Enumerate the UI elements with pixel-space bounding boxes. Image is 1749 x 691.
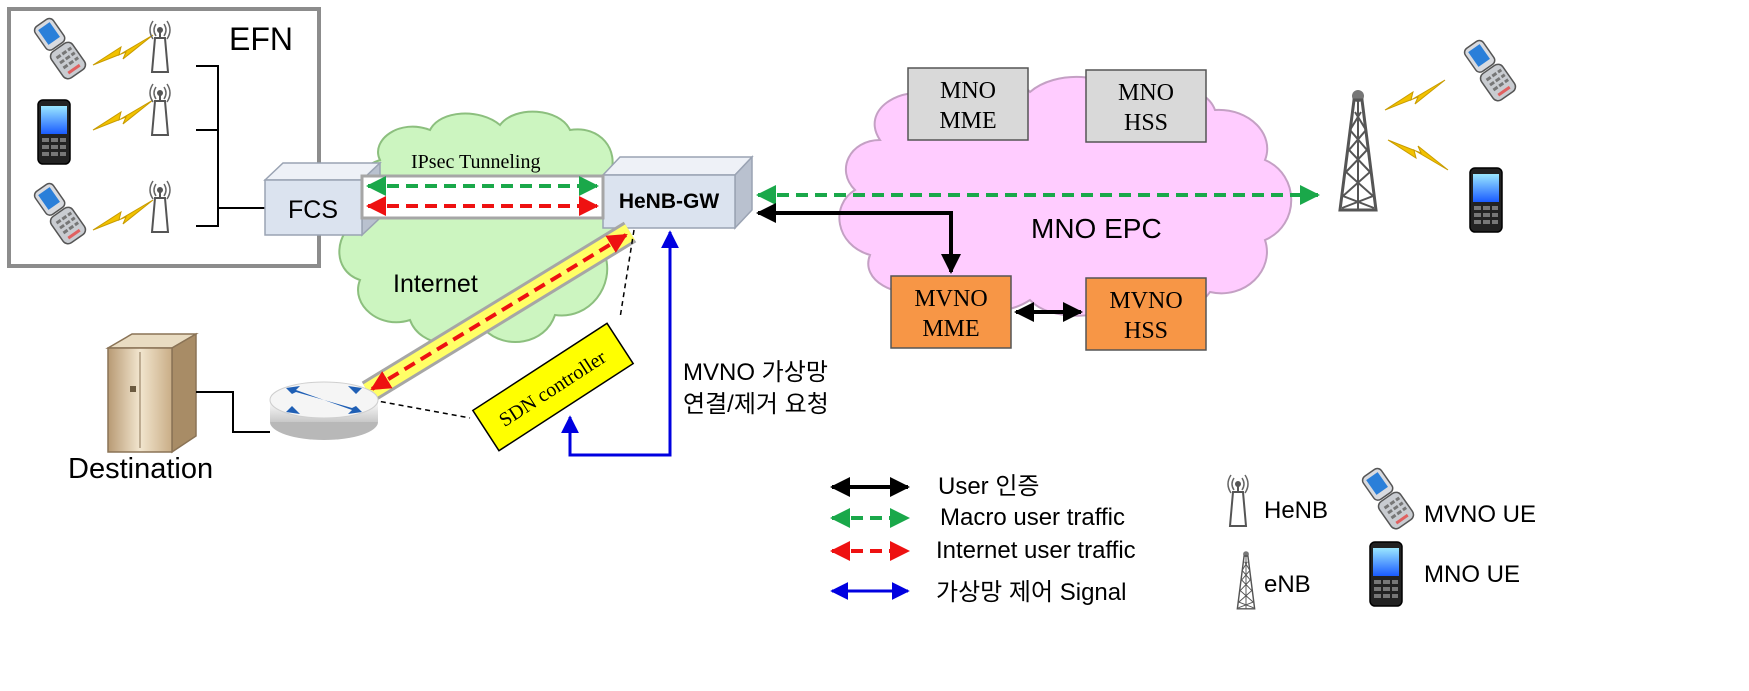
legend-henb-icon [1227, 474, 1249, 527]
mno-mme-line2: MME [939, 108, 996, 134]
mno-hss-box [1085, 69, 1207, 143]
mvno-mme-box [890, 275, 1012, 349]
lightning-icon-4 [1384, 79, 1446, 111]
legend-mvno-ue-icon [1358, 464, 1417, 532]
efn-title: EFN [229, 21, 293, 57]
enb-tower-icon [1338, 88, 1378, 212]
legend-enb-icon [1236, 550, 1256, 610]
legend-mno-ue-icon [1369, 541, 1403, 607]
mvno-hss-box [1085, 277, 1207, 351]
henb-gw-box [601, 155, 754, 230]
mvno-hss-line2: HSS [1124, 318, 1168, 344]
mvno-hss-line1: MVNO [1109, 288, 1182, 314]
mno-mme-line1: MNO [940, 78, 996, 104]
internet-label: Internet [393, 270, 478, 298]
legend: User 인증 Macro user traffic Internet user… [830, 464, 1536, 610]
mvno-request-line1: MVNO 가상망 [683, 359, 828, 386]
mno-ue-icon-2 [1469, 167, 1503, 233]
mno-hss-line1: MNO [1118, 80, 1174, 106]
destination-server-icon [105, 332, 199, 454]
legend-mvno-ue-label: MVNO UE [1424, 501, 1536, 528]
ipsec-tunnel-label: IPsec Tunneling [411, 151, 540, 173]
mvno-ue-icon-3 [1460, 36, 1519, 104]
ipsec-tunnel-pipe [360, 174, 605, 220]
legend-internet-label: Internet user traffic [936, 537, 1136, 564]
mno-epc-label: MNO EPC [1031, 213, 1162, 244]
legend-enb-label: eNB [1264, 571, 1311, 598]
legend-macro-label: Macro user traffic [940, 504, 1125, 531]
legend-mno-ue-label: MNO UE [1424, 561, 1520, 588]
legend-user-auth-label: User 인증 [938, 473, 1040, 500]
lightning-icon-5 [1387, 139, 1449, 171]
henb-gw-label: HeNB-GW [619, 190, 720, 213]
mno-ue-icon-1 [37, 99, 71, 165]
mvno-request-line2: 연결/제거 요청 [683, 391, 829, 418]
fcs-label: FCS [288, 196, 338, 224]
mvno-mme-line1: MVNO [914, 286, 987, 312]
legend-signal-label: 가상망 제어 Signal [936, 579, 1126, 606]
user-auth-arrow-gw-mme [756, 203, 961, 274]
destination-link [196, 391, 270, 433]
mno-mme-box [907, 67, 1029, 141]
vnet-signal-arrow [561, 230, 679, 457]
mvno-mme-line2: MME [922, 316, 979, 342]
legend-henb-label: HeNB [1264, 497, 1328, 524]
henb-bus-lines [196, 65, 265, 227]
router-icon [269, 381, 379, 440]
destination-label: Destination [68, 453, 213, 485]
mno-hss-line2: HSS [1124, 110, 1168, 136]
